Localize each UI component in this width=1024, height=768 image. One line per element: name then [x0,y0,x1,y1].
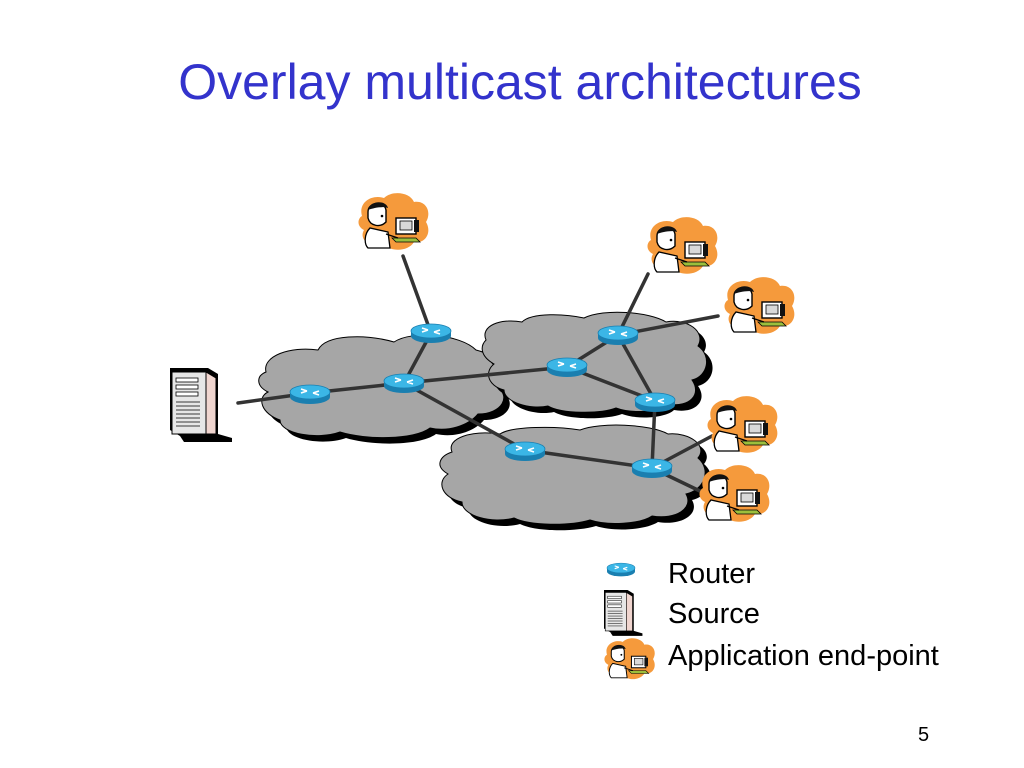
link-r5-r7 [650,399,657,470]
legend-label-router: Router [668,558,756,590]
server-icon [169,367,233,443]
link-r2-r6 [402,381,527,452]
user-at-computer-icon [698,464,771,523]
router-icon [410,323,452,344]
page-number: 5 [918,724,930,746]
router-icon [634,392,676,413]
legend-label-endpoint: Application end-point [668,640,939,672]
router-icon [597,325,639,346]
slide-title: Overlay multicast architectures [178,54,862,110]
link-endpoint1-top-router [401,254,433,335]
legend-server-icon [603,589,643,637]
router-icon [631,458,673,479]
router-icon [504,441,546,462]
link-r4-r5 [616,333,657,403]
network-cloud-right [481,311,713,419]
network-cloud-left [258,334,511,444]
link-r6-r7 [523,448,654,470]
legend-label-source: Source [668,598,760,630]
user-at-computer-icon [646,216,719,275]
router-icon [383,373,425,394]
link-r2-r3 [402,365,569,385]
user-at-computer-icon [706,395,779,454]
legend-router-icon [606,562,636,577]
legend-user-at-computer-icon [603,637,656,680]
user-at-computer-icon [723,276,796,335]
router-icon [546,357,588,378]
user-at-computer-icon [357,192,430,251]
router-icon [289,384,331,405]
link-r4-endpoint2 [616,272,650,337]
